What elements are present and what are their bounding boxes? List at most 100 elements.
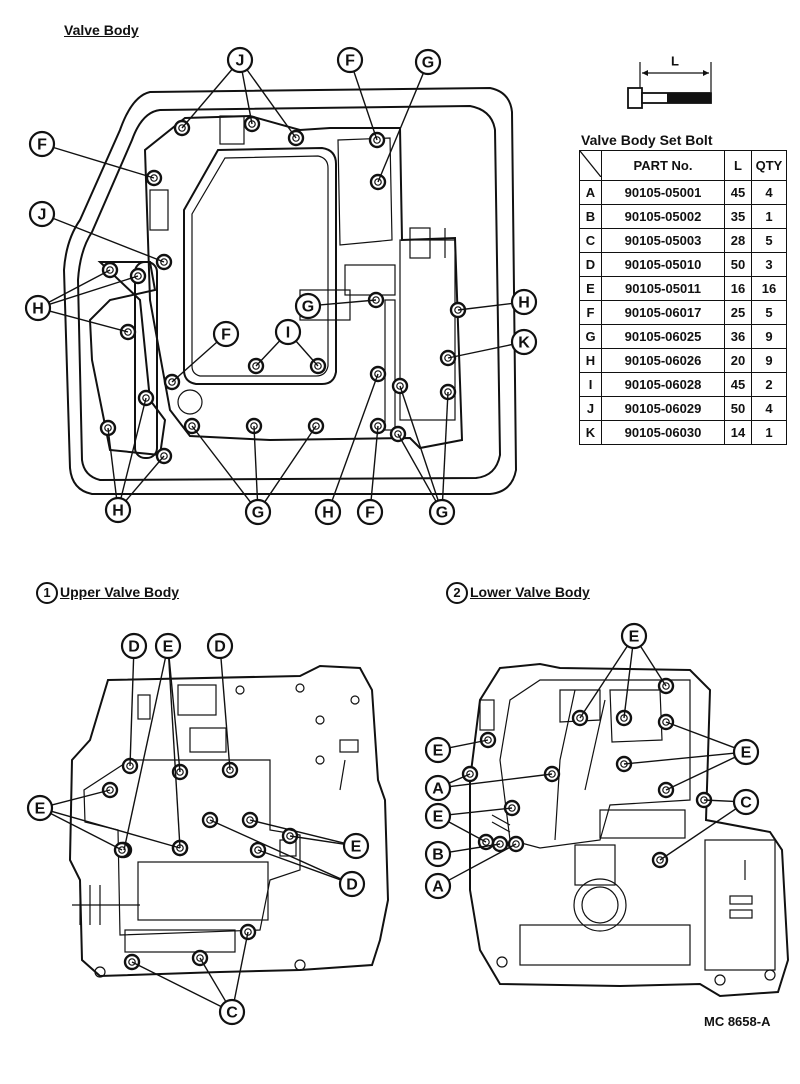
leader-line bbox=[579, 645, 628, 719]
bolt-callout-upper: D bbox=[338, 870, 366, 898]
reference-code: MC 8658-A bbox=[704, 1014, 771, 1029]
leader-line bbox=[353, 71, 378, 141]
leader-line bbox=[209, 819, 342, 880]
leader-line bbox=[233, 931, 249, 1001]
callout-letter: F bbox=[221, 327, 231, 344]
lower-section-number: 2 bbox=[446, 582, 468, 604]
leader-line bbox=[331, 373, 379, 501]
bolt-callout-lower: E bbox=[424, 802, 452, 830]
leader-line bbox=[449, 807, 513, 816]
leader-line bbox=[168, 657, 181, 849]
callout-letter: G bbox=[422, 55, 434, 72]
leader-line bbox=[623, 647, 634, 719]
leader-line bbox=[120, 397, 147, 499]
bolt-callout-top: G bbox=[414, 48, 442, 76]
bolt-callout-top: F bbox=[356, 498, 384, 526]
callout-letter: E bbox=[351, 839, 362, 856]
bolt-callout-top: I bbox=[274, 318, 302, 346]
length-cell: 45 bbox=[724, 372, 752, 397]
callout-letter: H bbox=[518, 295, 530, 312]
callout-letter: J bbox=[38, 207, 47, 224]
bolt-callout-lower: A bbox=[424, 774, 452, 802]
bolt-callout-lower: B bbox=[424, 840, 452, 868]
callout-letter: G bbox=[252, 505, 264, 522]
bolt-dimension-icon bbox=[627, 62, 712, 109]
leader-line bbox=[448, 773, 471, 784]
leader-line bbox=[129, 657, 135, 767]
bolt-callout-upper: E bbox=[342, 832, 370, 860]
leader-line bbox=[48, 269, 111, 304]
length-cell: 28 bbox=[724, 228, 752, 253]
leader-line bbox=[49, 275, 139, 306]
leader-line bbox=[319, 299, 377, 306]
leader-line bbox=[125, 455, 165, 502]
callout-letter: G bbox=[436, 505, 448, 522]
leader-line bbox=[50, 812, 123, 851]
callout-letter: E bbox=[163, 639, 174, 656]
leader-line bbox=[53, 146, 155, 179]
upper-valve-body-drawing bbox=[68, 664, 390, 978]
callout-letter: H bbox=[322, 505, 334, 522]
callout-letter: E bbox=[433, 743, 444, 760]
bolt-callout-upper: D bbox=[120, 632, 148, 660]
callout-letter: F bbox=[345, 53, 355, 70]
part-number-cell: 90105-06028 bbox=[601, 372, 725, 397]
bolt-callout-top: H bbox=[314, 498, 342, 526]
leader-line bbox=[191, 425, 252, 503]
bolt-callout-lower: E bbox=[424, 736, 452, 764]
leader-line bbox=[457, 302, 513, 311]
bolt-callout-top: G bbox=[294, 292, 322, 320]
leader-line bbox=[168, 657, 181, 773]
qty-cell: 5 bbox=[751, 300, 787, 325]
callout-letter: A bbox=[432, 879, 444, 896]
callout-letter: C bbox=[226, 1005, 238, 1022]
part-number-cell: 90105-05001 bbox=[601, 180, 725, 205]
callout-letter: E bbox=[629, 629, 640, 646]
leader-line bbox=[257, 849, 341, 881]
part-number-cell: 90105-06017 bbox=[601, 300, 725, 325]
callout-letter: A bbox=[432, 781, 444, 798]
bolt-callout-top: F bbox=[336, 46, 364, 74]
leader-line bbox=[449, 739, 489, 749]
part-number-cell: 90105-06030 bbox=[601, 420, 725, 445]
callout-letter: F bbox=[365, 505, 375, 522]
valve-body-drawing bbox=[62, 86, 518, 495]
bolt-table-title: Valve Body Set Bolt bbox=[581, 132, 713, 148]
bolt-callout-lower: E bbox=[620, 622, 648, 650]
leader-line bbox=[199, 957, 227, 1003]
length-cell: 16 bbox=[724, 276, 752, 301]
leader-line bbox=[241, 71, 253, 125]
leader-lines bbox=[48, 68, 737, 1008]
bolt-callout-upper: C bbox=[218, 998, 246, 1026]
callout-letter: E bbox=[35, 801, 46, 818]
bolt-callout-upper: D bbox=[206, 632, 234, 660]
bolt-callout-lower: A bbox=[424, 872, 452, 900]
callout-letter: D bbox=[214, 639, 226, 656]
qty-cell: 1 bbox=[751, 420, 787, 445]
leader-line bbox=[220, 657, 231, 771]
leader-line bbox=[441, 391, 449, 501]
part-number-cell: 90105-06025 bbox=[601, 324, 725, 349]
callout-letter: K bbox=[518, 335, 530, 352]
valve-body-title: Valve Body bbox=[64, 22, 139, 38]
leader-line bbox=[49, 310, 129, 333]
bolt-callout-top: K bbox=[510, 328, 538, 356]
callout-letter: D bbox=[346, 877, 358, 894]
leader-line bbox=[253, 425, 259, 501]
leader-line bbox=[246, 69, 297, 139]
leader-line bbox=[51, 789, 111, 806]
lower-valve-body-drawing bbox=[469, 662, 790, 998]
callout-letter: H bbox=[32, 301, 44, 318]
bolt-callout-top: F bbox=[28, 130, 56, 158]
leader-line bbox=[52, 217, 165, 263]
leader-line bbox=[665, 756, 736, 791]
callout-letter: D bbox=[128, 639, 140, 656]
